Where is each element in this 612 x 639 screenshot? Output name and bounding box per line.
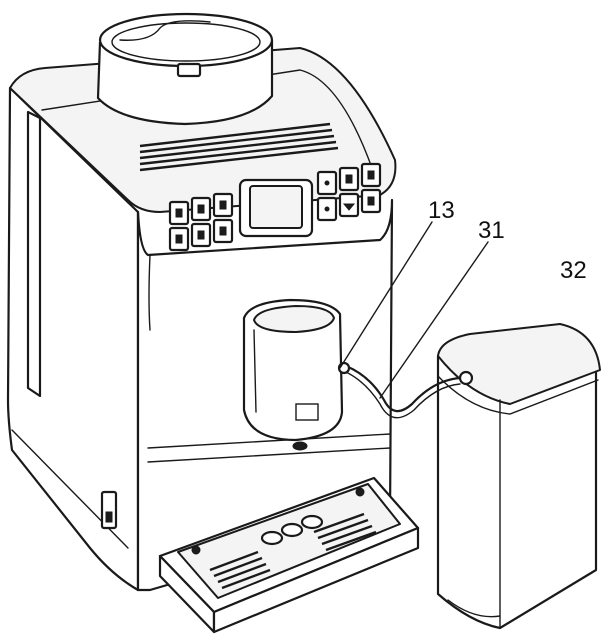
- bean-container-latch[interactable]: [176, 62, 202, 78]
- drip-tray[interactable]: [158, 476, 420, 634]
- spout-indicator: [295, 403, 319, 421]
- label-31: 31: [478, 217, 505, 244]
- label-13: 13: [428, 197, 455, 224]
- milk-hose: [337, 361, 462, 419]
- leader-lines: [339, 221, 489, 399]
- coffee-spout: [242, 298, 344, 451]
- leader-line-13: [339, 221, 433, 369]
- vent-grille: [139, 122, 339, 172]
- milk-connector: [458, 370, 474, 386]
- leader-line-31: [379, 241, 489, 399]
- label-32: 32: [560, 257, 587, 284]
- control-panel: [168, 162, 382, 252]
- machine-body: [6, 47, 397, 592]
- power-switch[interactable]: [100, 490, 118, 530]
- display-screen: [249, 185, 303, 229]
- bean-container: [96, 12, 274, 126]
- milk-container[interactable]: [436, 323, 601, 630]
